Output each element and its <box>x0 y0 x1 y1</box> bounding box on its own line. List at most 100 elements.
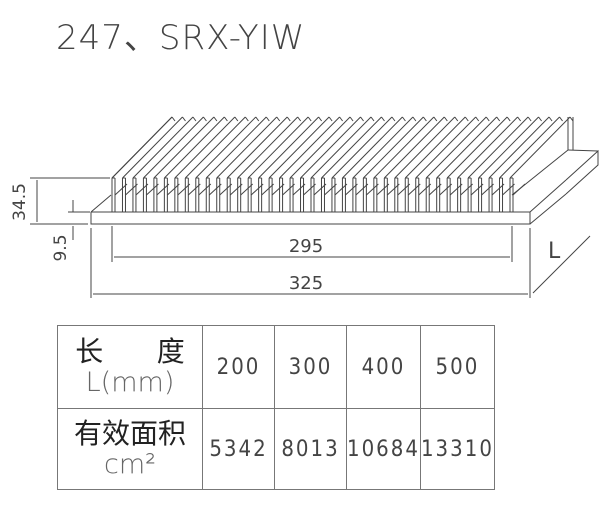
heatsink-drawing: 34.5 9.5 295 325 L <box>10 116 599 298</box>
fin-line <box>279 116 340 179</box>
fin-line <box>443 116 448 122</box>
length-cell: 200 <box>202 325 275 409</box>
fin-line <box>457 116 518 179</box>
fin-line <box>205 116 267 179</box>
fin-line <box>237 116 299 179</box>
fin-line <box>171 116 176 122</box>
fin-line <box>297 116 302 122</box>
fin-line <box>328 116 333 122</box>
fin-line <box>164 116 225 179</box>
fin-line <box>485 116 490 122</box>
fin-line <box>559 116 563 122</box>
fin-line <box>363 116 424 179</box>
fin-line <box>404 116 466 179</box>
fin-line <box>244 116 249 122</box>
fin-line <box>258 116 319 179</box>
fin-line <box>446 116 508 179</box>
fin-line <box>339 116 343 122</box>
fin-line <box>203 116 207 122</box>
dim-length: L <box>548 239 561 264</box>
fin-line <box>422 116 427 122</box>
fin-line <box>499 116 560 179</box>
fin-line <box>381 116 385 122</box>
fin-line <box>373 116 435 179</box>
fin-line <box>184 116 246 179</box>
fin-line <box>475 116 480 122</box>
fin-line <box>122 116 183 179</box>
fin-line <box>132 116 194 179</box>
fin-line <box>223 116 228 122</box>
fin-line <box>360 116 364 122</box>
fin-line <box>300 116 361 179</box>
fin-line <box>433 116 438 122</box>
base-plate <box>90 117 599 225</box>
spec-table: 长 度 L(mm) 200 300 400 500 有效面积 cm² 5342 … <box>57 325 495 490</box>
fin-line <box>286 116 291 122</box>
fin-line <box>352 116 414 179</box>
fin-line <box>488 116 550 179</box>
drawing-title: 247、SRX-YIW <box>56 18 306 58</box>
fin-line <box>506 116 511 122</box>
fin-line <box>307 116 312 122</box>
fin-line <box>226 116 288 179</box>
fin-line <box>464 116 469 122</box>
fin-line <box>425 116 487 179</box>
fin-line <box>318 116 323 122</box>
fin-line <box>331 116 393 179</box>
fin-line <box>192 116 197 122</box>
fin-line <box>478 116 539 179</box>
fin-line <box>182 116 186 122</box>
area-cell: 13310 <box>419 408 495 490</box>
table-row-length: 长 度 L(mm) 200 300 400 500 <box>57 325 495 409</box>
fin-line <box>276 116 281 122</box>
length-cell: 500 <box>419 325 495 409</box>
heatsink-fins <box>111 116 574 212</box>
fin-line <box>216 116 278 179</box>
fin-line <box>467 116 529 179</box>
area-cell: 8013 <box>274 408 347 490</box>
fin-line <box>174 116 236 179</box>
fin-line <box>111 116 173 179</box>
fin-line <box>310 116 372 179</box>
fin-line <box>496 116 501 122</box>
fin-line <box>509 116 571 179</box>
fin-line <box>255 116 260 122</box>
length-header: 长 度 L(mm) <box>57 325 203 409</box>
fin-line <box>247 116 309 179</box>
table-row-area: 有效面积 cm² 5342 8013 10684 13310 <box>57 408 495 490</box>
area-header-unit: cm² <box>104 449 156 480</box>
area-header: 有效面积 cm² <box>57 408 203 490</box>
fin-line <box>538 116 542 122</box>
area-header-cn: 有效面积 <box>73 417 186 450</box>
dim-overall-width: 325 <box>289 273 323 294</box>
fin-line <box>195 116 257 179</box>
fin-line <box>391 116 396 122</box>
fin-line <box>342 116 403 179</box>
area-cell: 5342 <box>202 408 275 490</box>
fin-line <box>265 116 270 122</box>
dim-fin-height: 34.5 <box>10 183 30 221</box>
fin-line <box>213 116 218 122</box>
fin-line <box>268 116 330 179</box>
fin-line <box>289 116 351 179</box>
dim-fin-span: 295 <box>289 236 323 257</box>
fin-line <box>394 116 456 179</box>
fin-line <box>517 116 522 122</box>
fin-line <box>527 116 532 122</box>
fin-line <box>412 116 417 122</box>
fin-line <box>143 116 204 179</box>
length-header-unit: L(mm) <box>85 367 175 398</box>
length-cell: 300 <box>274 325 347 409</box>
length-cell: 400 <box>346 325 421 409</box>
fin-line <box>402 116 406 122</box>
dim-base-thickness: 9.5 <box>51 234 71 261</box>
fin-line <box>548 116 553 122</box>
fin-line <box>383 116 445 179</box>
fin-line <box>454 116 459 122</box>
area-cell: 10684 <box>346 408 421 490</box>
fin-line <box>321 116 382 179</box>
fin-line <box>415 116 477 179</box>
dimension-lines: 34.5 9.5 295 325 L <box>10 177 591 298</box>
fin-line <box>349 116 354 122</box>
fin-line <box>153 116 215 179</box>
